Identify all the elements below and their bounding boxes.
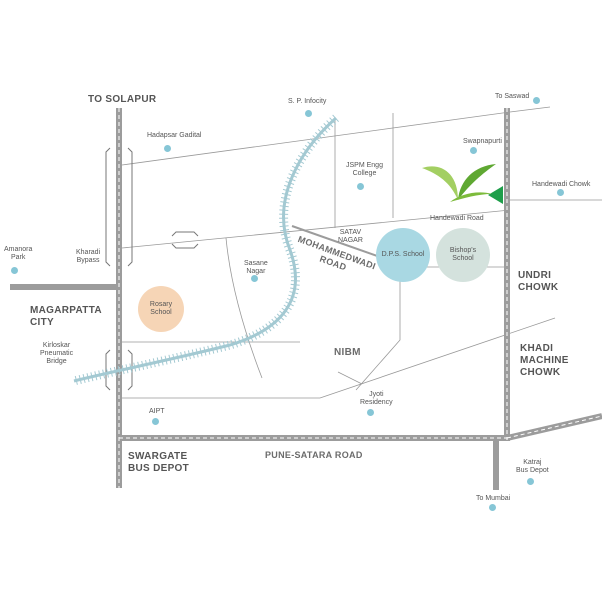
sp-infocity-label: S. P. Infocity [288, 98, 327, 105]
undri-chowk-label: UNDRI CHOWK [518, 270, 558, 294]
handewadi-chowk-dot [557, 189, 564, 196]
kharadi-label-2: Bypass [76, 257, 100, 264]
rosary-school-label-1: Rosary [149, 301, 173, 308]
handewadi-chowk-label: Handewadi Chowk [532, 181, 591, 188]
sasane-nagar-label: Sasane Nagar [244, 260, 268, 276]
dps-school-circle: D.P.S. School [376, 228, 430, 282]
amanora-label: Amanora Park [4, 246, 32, 262]
jspm-label-2: College [352, 170, 377, 177]
rosary-school-circle: Rosary School [138, 286, 184, 332]
hadapsar-gadital-label: Hadapsar Gadital [147, 132, 202, 139]
main-roads [10, 108, 602, 490]
kirloskar-label-1: Kirloskar [42, 342, 71, 349]
katraj-label-1: Katraj [523, 459, 542, 466]
swargate-label-2: BUS DEPOT [128, 463, 190, 474]
nibm-label: NIBM [334, 347, 361, 358]
jspm-label: JSPM Engg College [346, 162, 383, 178]
magarpatta-city-label: MAGARPATTA CITY [30, 305, 102, 329]
jspm-college-dot [357, 183, 364, 190]
jyoti-label-2: Residency [360, 399, 393, 406]
bishops-school-circle: Bishop's School [436, 228, 490, 282]
kharadi-label-1: Kharadi [76, 249, 101, 256]
to-saswad-dot [533, 97, 540, 104]
bishops-school-label-1: Bishop's [449, 247, 477, 254]
kirloskar-label-3: Bridge [46, 358, 67, 365]
pune-satara-road-label: PUNE-SATARA ROAD [265, 450, 363, 460]
jspm-label-1: JSPM Engg [346, 162, 383, 169]
satav-nagar-label-2: NAGAR [338, 237, 363, 244]
amanora-label-2: Park [11, 254, 26, 261]
dps-school-label: D.P.S. School [381, 251, 425, 258]
amanora-park-dot [11, 267, 18, 274]
rosary-school-label-2: School [150, 309, 172, 316]
to-saswad-label: To Saswad [495, 93, 530, 100]
undri-label-2: CHOWK [518, 282, 559, 293]
to-mumbai-dot [489, 504, 496, 511]
jyoti-residency-label: Jyoti Residency [360, 391, 393, 407]
to-solapur-label: TO SOLAPUR [88, 94, 157, 105]
handewadi-road-label: Handewadi Road [430, 215, 484, 222]
katraj-dot [527, 478, 534, 485]
undri-label-1: UNDRI [518, 270, 552, 281]
amanora-label-1: Amanora [4, 246, 33, 253]
sasane-label-1: Sasane [244, 260, 268, 267]
jyoti-residency-dot [367, 409, 374, 416]
project-logo-icon [422, 164, 496, 202]
hadapsar-gadital-dot [164, 145, 171, 152]
katraj-label-2: Bus Depot [516, 467, 549, 474]
swargate-bus-depot-label: SWARGATE BUS DEPOT [128, 451, 189, 475]
khadi-label-1: KHADI [520, 343, 554, 354]
swapnapurti-dot [470, 147, 477, 154]
satav-nagar-label: SATAV NAGAR [338, 229, 363, 245]
kharadi-bypass-label: Kharadi Bypass [76, 249, 100, 265]
bishops-school-label-2: School [452, 255, 474, 262]
aipt-label: AIPT [149, 408, 165, 415]
magarpatta-label-2: CITY [30, 317, 54, 328]
jyoti-label-1: Jyoti [369, 391, 384, 398]
khadi-label-2: MACHINE [520, 355, 569, 366]
aipt-dot [152, 418, 159, 425]
kirloskar-label-2: Pneumatic [40, 350, 74, 357]
khadi-label-3: CHOWK [520, 367, 561, 378]
sasane-label-2: Nagar [246, 268, 266, 275]
swargate-label-1: SWARGATE [128, 451, 188, 462]
sasane-nagar-dot [251, 275, 258, 282]
satav-nagar-label-1: SATAV [339, 229, 362, 236]
katraj-bus-depot-label: Katraj Bus Depot [516, 459, 549, 475]
khadi-machine-chowk-label: KHADI MACHINE CHOWK [520, 343, 569, 379]
kirloskar-bridge-label: Kirloskar Pneumatic Bridge [40, 342, 73, 366]
to-mumbai-label: To Mumbai [476, 495, 511, 502]
site-marker-icon [488, 186, 503, 204]
swapnapurti-label: Swapnapurti [463, 138, 502, 145]
magarpatta-label-1: MAGARPATTA [30, 305, 102, 316]
railway-line [72, 114, 339, 386]
bridge-marks [105, 147, 199, 391]
sp-infocity-dot [305, 110, 312, 117]
